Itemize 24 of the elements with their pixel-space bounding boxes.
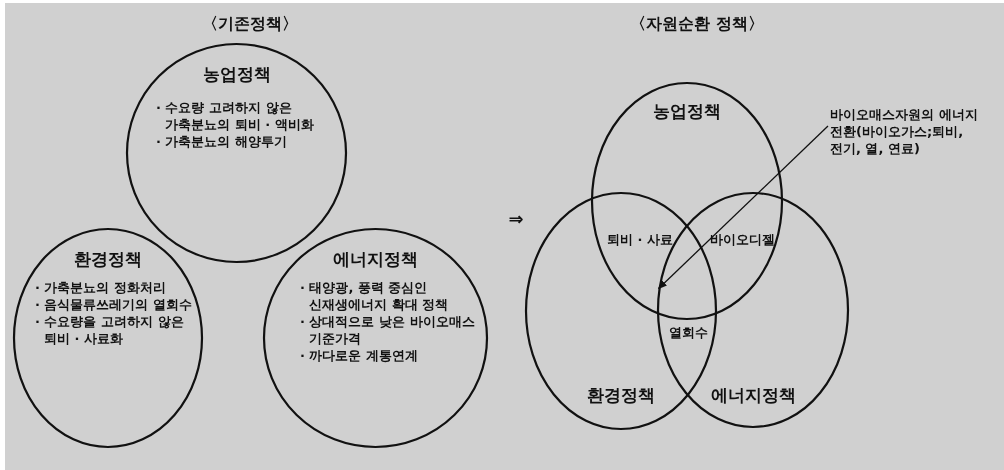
- policy-heading: 농업정책: [652, 100, 722, 123]
- policy-item: · 가축분뇨의 해양투기: [156, 133, 288, 151]
- policy-heading: 에너지정책: [709, 384, 797, 407]
- section-title: 〈기존정책〉: [202, 14, 298, 35]
- policy-item: · 수요량 고려하지 않은 가축분뇨의 퇴비 · 액비화: [156, 100, 315, 134]
- policy-heading: 환경정책: [586, 384, 656, 407]
- policy-item: · 수요량을 고려하지 않은 퇴비 · 사료화: [35, 313, 185, 348]
- callout-text: 바이오매스자원의 에너지 전환(바이오가스;퇴비, 전기, 열, 연료): [830, 107, 979, 158]
- policy-item: · 까다로운 계통연계: [300, 347, 419, 365]
- policy-heading: 환경정책: [73, 248, 143, 271]
- policy-circle: [591, 82, 783, 320]
- section-title: 〈자원순환 정책〉: [630, 14, 764, 35]
- policy-circle: [13, 228, 203, 448]
- policy-item: · 음식물류쓰레기의 열회수: [35, 296, 193, 314]
- overlap-label: 열회수: [668, 324, 708, 342]
- policy-heading: 농업정책: [201, 63, 272, 86]
- overlap-label: 바이오디젤: [709, 231, 775, 249]
- policy-item: · 상대적으로 낮은 바이오매스 기준가격: [300, 313, 476, 348]
- policy-circle: [263, 228, 488, 448]
- policy-item: · 태양광, 풍력 중심인 신재생에너지 확대 정책: [300, 280, 450, 314]
- policy-item: · 가축분뇨의 정화처리: [35, 280, 167, 297]
- policy-heading: 에너지정책: [332, 248, 419, 271]
- transition-arrow-symbol: ⇒: [508, 208, 524, 229]
- overlap-label: 퇴비 · 사료: [607, 231, 673, 249]
